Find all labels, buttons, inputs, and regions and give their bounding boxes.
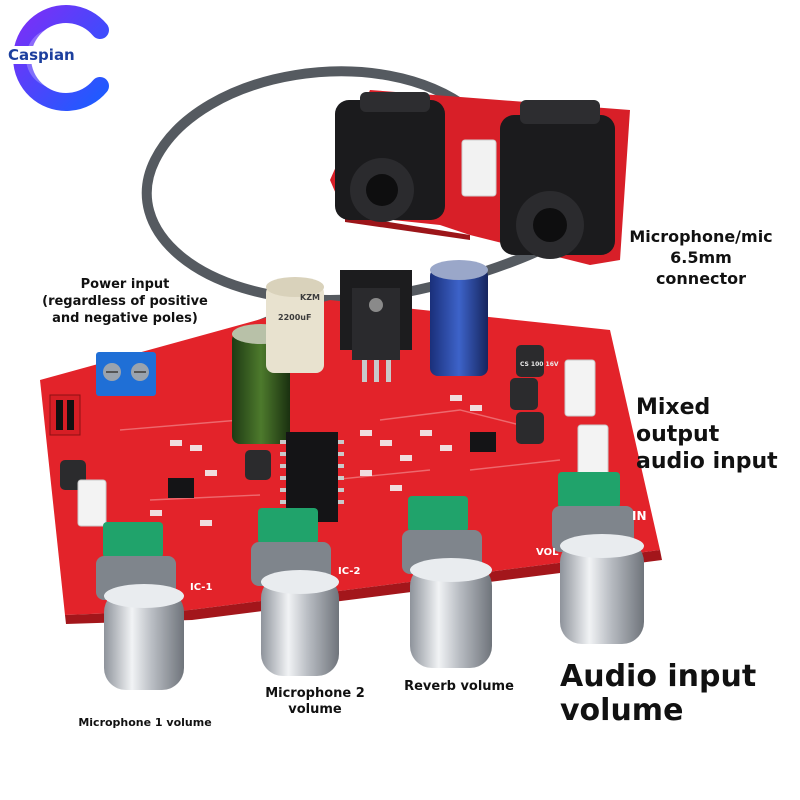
connector-power-white [77,479,107,527]
capacitor-small-row [60,345,544,490]
ic-dip [280,432,344,522]
ic-soic-left [168,478,194,498]
jack-board [330,90,630,265]
silk-in: IN [632,509,647,523]
knob-mic1 [96,522,184,690]
silk-cs: CS 100 16V [520,361,559,368]
jack-right [500,100,615,259]
power-terminal [96,352,156,396]
label-mic1-volume: Microphone 1 volume [78,716,212,729]
knob-mic2 [251,508,339,676]
jack-left [335,92,445,222]
silk-cap-value: 2200uF [278,313,311,322]
label-reverb-volume: Reverb volume [404,679,514,694]
logo-text: Caspian [6,46,77,64]
silk-ic1: IC-1 [190,582,212,593]
silk-vol: VOL [536,547,559,558]
label-power-input: Power input (regardless of positive and … [42,277,208,326]
connector-mixed-output [564,359,596,417]
voltage-regulator [340,270,412,382]
capacitor-blue [430,260,488,376]
connector-audio-in [577,424,609,476]
ic-soic-right [470,432,496,452]
capacitor-cream [266,277,324,373]
label-mic-connector: Microphone/mic 6.5mm connector [629,227,773,288]
silk-ic2: IC-2 [338,566,360,577]
label-mixed-output: Mixed output audio input [636,395,778,474]
label-mic2-volume: Microphone 2 volume [265,686,365,717]
knob-audio-input [552,472,644,644]
main-pcb [40,260,662,624]
caspian-logo: Caspian [0,6,112,102]
silk-kzm: KZM [300,293,320,302]
label-audio-input-volume: Audio input volume [560,659,757,728]
knob-reverb [402,496,492,668]
